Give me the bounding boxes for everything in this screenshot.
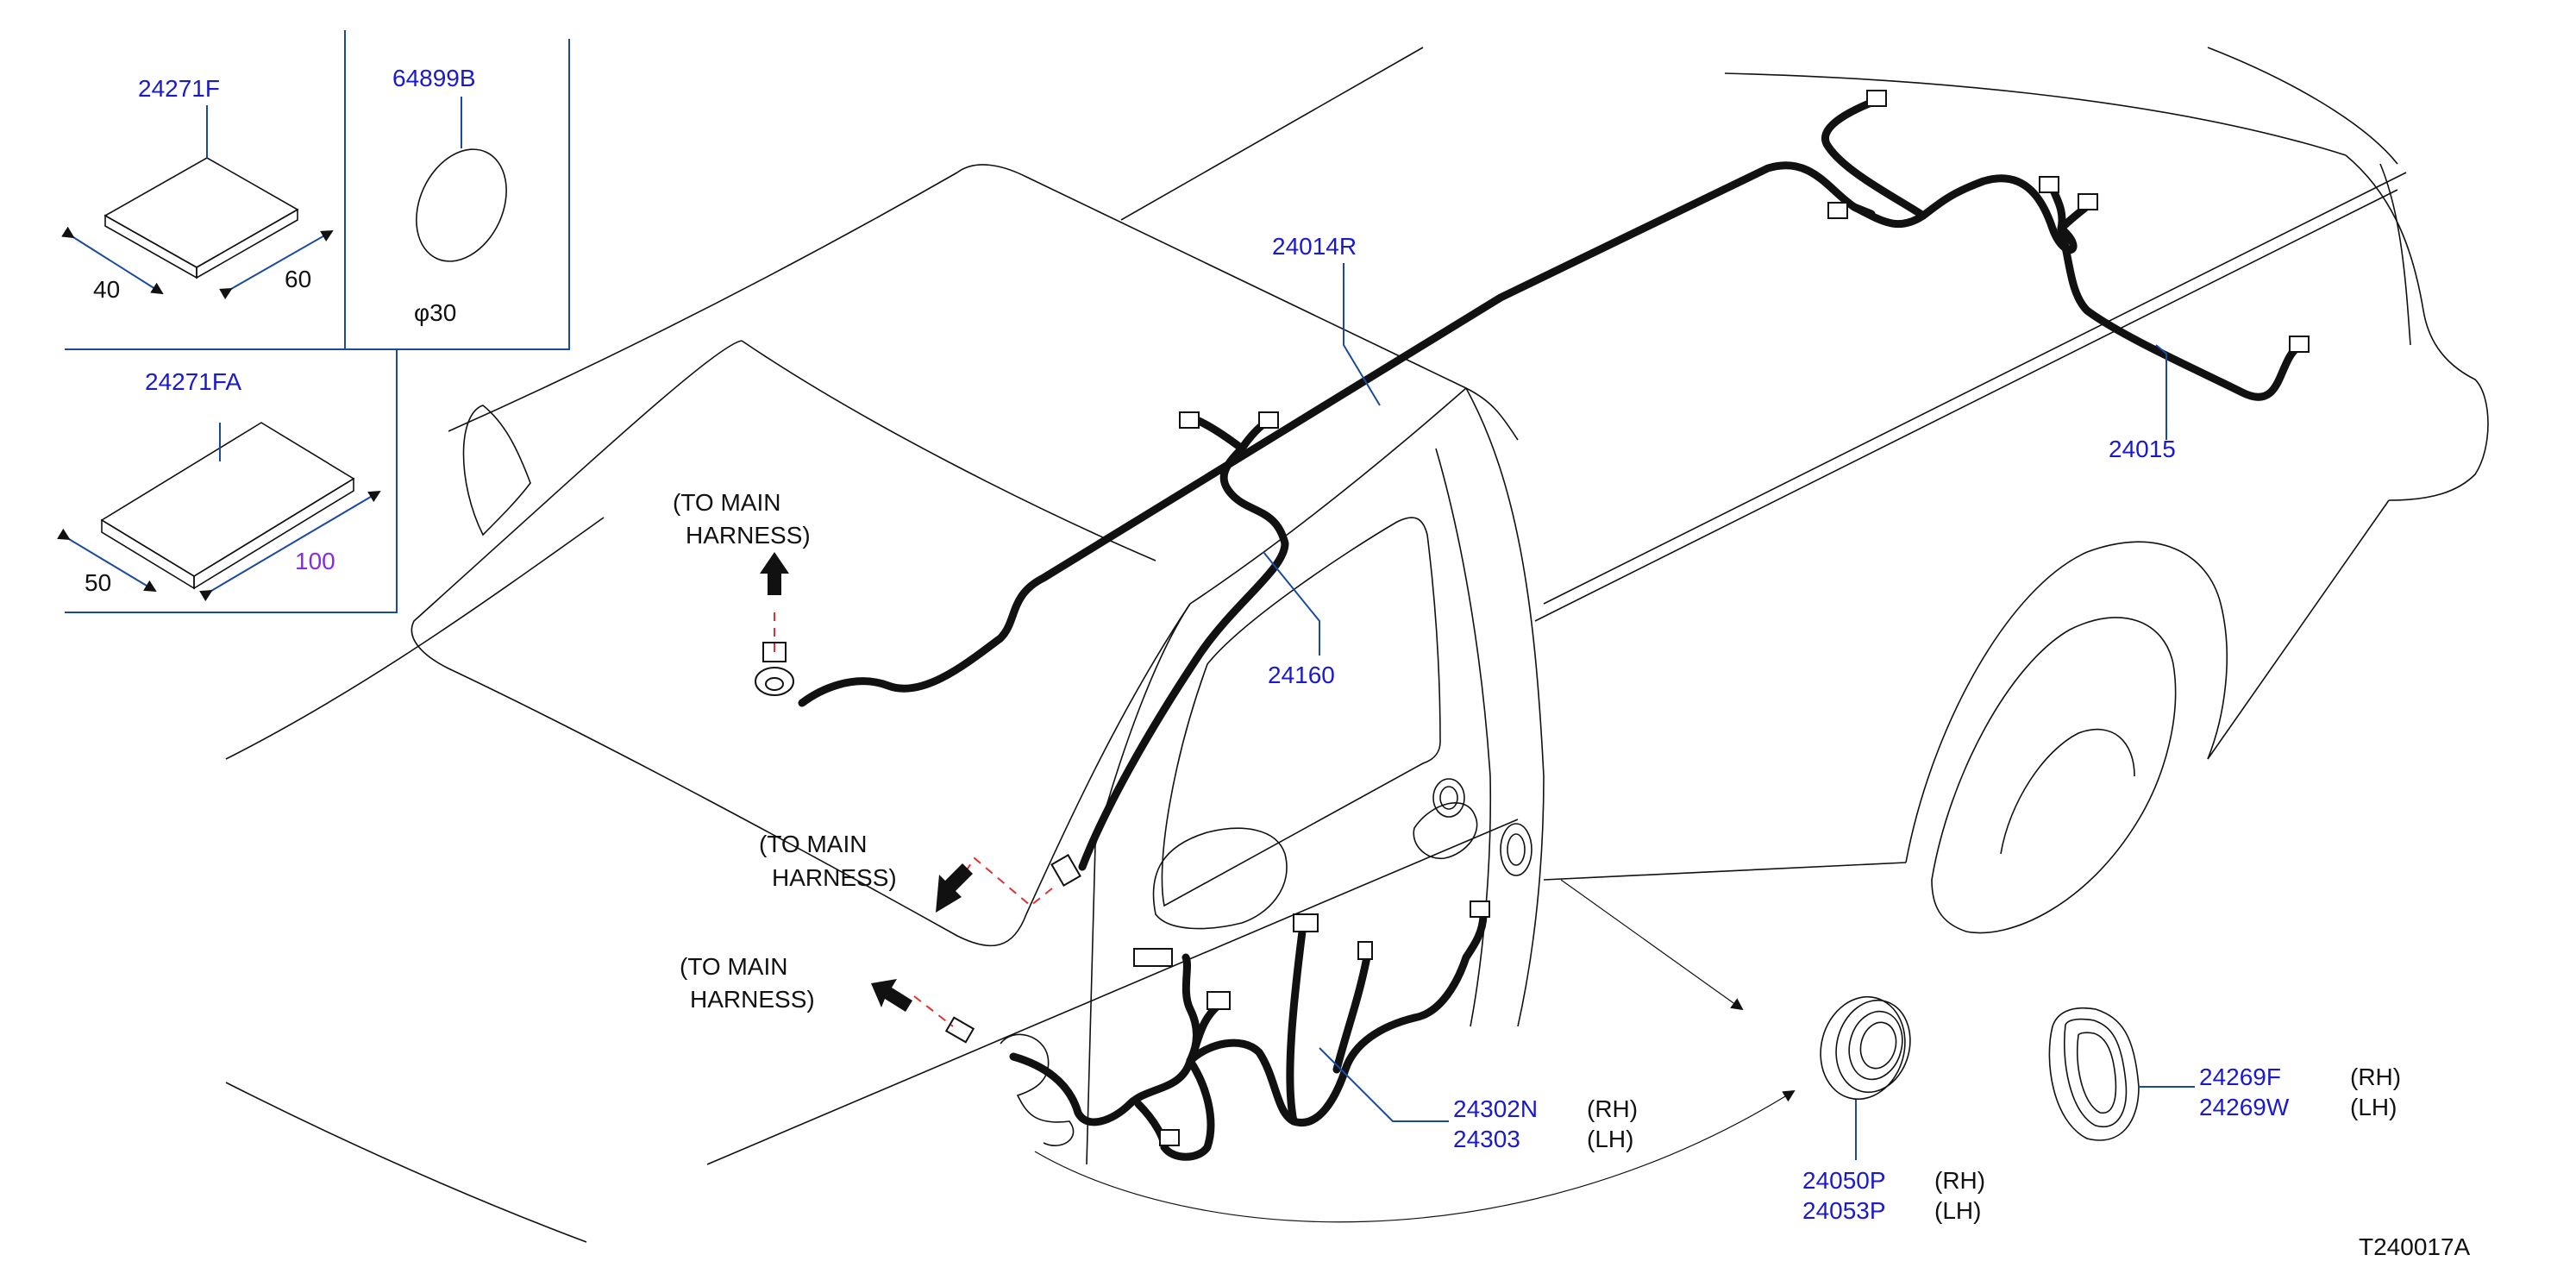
label-phi30: φ30 <box>414 299 456 326</box>
label-grommet-lh: (LH) <box>1934 1197 1981 1224</box>
dashed-links <box>774 612 1053 1027</box>
note-to-main-2-line2: HARNESS) <box>772 864 897 891</box>
grommet-detail-24050 <box>1820 995 1911 1160</box>
label-dim-40: 40 <box>93 276 120 303</box>
note-to-main-3-line1: (TO MAIN <box>680 953 787 980</box>
label-24014R: 24014R <box>1272 233 1357 260</box>
inset-frame-bottom <box>65 349 398 613</box>
label-64899B: 64899B <box>392 65 476 91</box>
harness-roof <box>798 95 2307 871</box>
pad-small-drawing <box>61 105 334 300</box>
note-to-main-1-line1: (TO MAIN <box>673 489 780 516</box>
pad-large-drawing <box>57 422 381 602</box>
label-dim-50: 50 <box>85 569 111 596</box>
diagram-id: T240017A <box>2359 1233 2471 1260</box>
label-24271FA: 24271FA <box>145 368 241 395</box>
label-door-lh: (LH) <box>1587 1126 1633 1152</box>
note-to-main-1-line2: HARNESS) <box>686 522 811 549</box>
note-to-main-3-line2: HARNESS) <box>690 986 815 1013</box>
label-dim-100: 100 <box>295 548 335 574</box>
labels: 24271F 40 60 64899B φ30 24271FA 50 100 2… <box>85 65 2471 1260</box>
note-to-main-2-line1: (TO MAIN <box>759 831 867 857</box>
label-24160: 24160 <box>1268 662 1335 688</box>
label-grommet-rh: (RH) <box>1934 1167 1985 1194</box>
label-24271F: 24271F <box>138 75 220 102</box>
detail-arrows <box>1034 879 1796 1223</box>
vehicle-body <box>225 47 2489 1243</box>
label-24053P: 24053P <box>1802 1197 1886 1224</box>
connectors <box>755 90 2310 1146</box>
callout-leaders <box>1263 263 2167 1122</box>
to-main-arrows <box>760 552 973 1012</box>
label-24050P: 24050P <box>1802 1167 1886 1194</box>
label-boot-lh: (LH) <box>2350 1094 2397 1120</box>
grommet-round-drawing <box>416 97 507 262</box>
label-boot-rh: (RH) <box>2350 1064 2401 1090</box>
label-24269W: 24269W <box>2199 1094 2290 1120</box>
label-dim-60: 60 <box>285 266 311 292</box>
label-door-rh: (RH) <box>1587 1095 1638 1122</box>
label-24015: 24015 <box>2109 436 2176 462</box>
label-24269F: 24269F <box>2199 1064 2281 1090</box>
inset-frame-top <box>65 30 570 350</box>
boot-detail-24269 <box>2048 1007 2195 1141</box>
label-24303: 24303 <box>1453 1126 1520 1152</box>
inset-panels <box>65 30 570 613</box>
label-24302N: 24302N <box>1453 1095 1538 1122</box>
